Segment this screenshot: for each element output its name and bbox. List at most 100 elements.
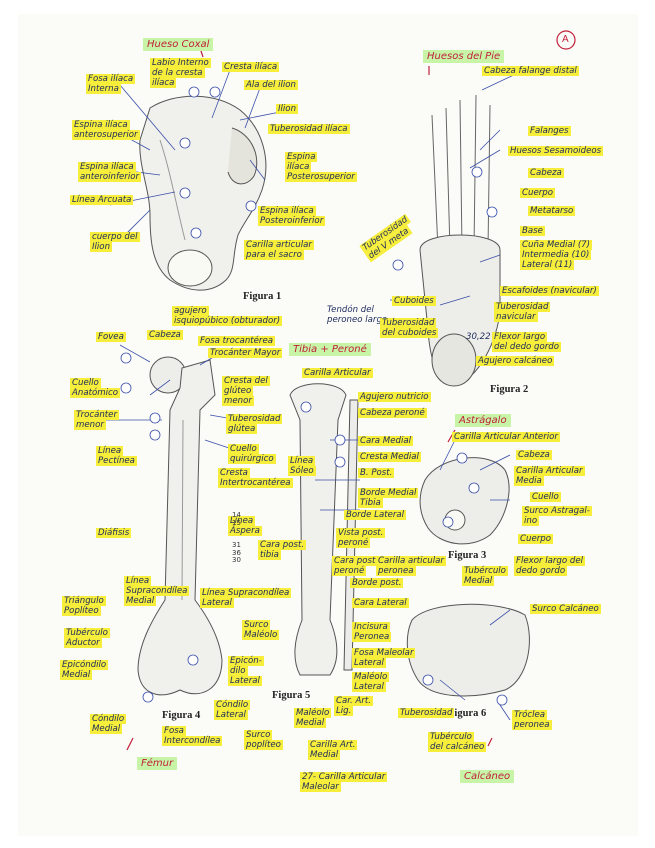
caption-figura-6: Figura 6 — [448, 708, 487, 719]
label: Base — [520, 226, 545, 236]
label: Ilion — [276, 104, 299, 114]
page-number: A — [562, 34, 569, 45]
label: Cuña Medial (7)Intermedia (10)Lateral (1… — [520, 240, 592, 270]
label: Cresta Medial — [358, 452, 421, 462]
label: Cara Lateral — [352, 598, 409, 608]
caption-figura-4: Figura 4 — [162, 710, 201, 721]
label: Tuberosidad ilíaca — [268, 124, 350, 134]
label: Cresta ilíaca — [222, 62, 280, 72]
heading-foot: Huesos del Pie — [423, 50, 505, 63]
caption-figura-1: Figura 1 — [243, 291, 282, 302]
heading-femur: Fémur — [137, 757, 178, 770]
label: Diáfisis — [96, 528, 132, 538]
label: Cabeza falange distal — [482, 66, 579, 76]
label: B. Post. — [358, 468, 395, 478]
label: Fosa trocantérea — [198, 336, 276, 346]
caption-figura-3: Figura 3 — [448, 550, 487, 561]
label: Agujero calcáneo — [476, 356, 555, 366]
heading-talus: Astrágalo — [455, 414, 511, 427]
label: Trocánter Mayor — [208, 348, 283, 358]
label: 30,22 — [466, 332, 491, 342]
label: Cuerpo — [520, 188, 555, 198]
caption-figura-2: Figura 2 — [490, 384, 529, 395]
label: Escafoides (navicular) — [500, 286, 599, 296]
label: 14 15 31 36 30 — [232, 511, 241, 564]
label: Carilla Articular Anterior — [452, 432, 560, 442]
label: Carilla Articular — [302, 368, 373, 378]
label: Fovea — [96, 332, 126, 342]
label: Huesos Sesamoideos — [508, 146, 604, 156]
label: Cuello — [530, 492, 561, 502]
heading-tibia: Tibia + Peroné — [289, 343, 371, 356]
label: Cabeza — [528, 168, 564, 178]
label: Cabeza — [147, 330, 183, 340]
label: Tuberosidad — [398, 708, 455, 718]
caption-figura-5: Figura 5 — [272, 690, 311, 701]
label: Cuerpo — [518, 534, 553, 544]
label: Vista post.peroné — [336, 528, 386, 548]
label: Cabeza peroné — [358, 408, 427, 418]
label: Cara post.tibia — [258, 540, 307, 560]
label: Ala del ilion — [244, 80, 298, 90]
label: Car. Art.Lig. — [334, 696, 373, 716]
label: Surco Astragal-ino — [522, 506, 592, 526]
label: Borde Lateral — [344, 510, 407, 520]
label: Carilla Art.Medial — [308, 740, 358, 760]
label: Cuboides — [392, 296, 436, 306]
heading-hip: Hueso Coxal — [143, 38, 214, 51]
label: Cara post.peroné — [332, 556, 381, 576]
label: Cara Medial — [358, 436, 413, 446]
label: Surco Calcáneo — [530, 604, 601, 614]
label: Agujero nutricio — [358, 392, 431, 402]
label: Falanges — [528, 126, 571, 136]
label: Cabeza — [516, 450, 552, 460]
label: Línea Arcuata — [70, 195, 134, 205]
label: Metatarso — [528, 206, 576, 216]
label: Borde post. — [350, 578, 404, 588]
